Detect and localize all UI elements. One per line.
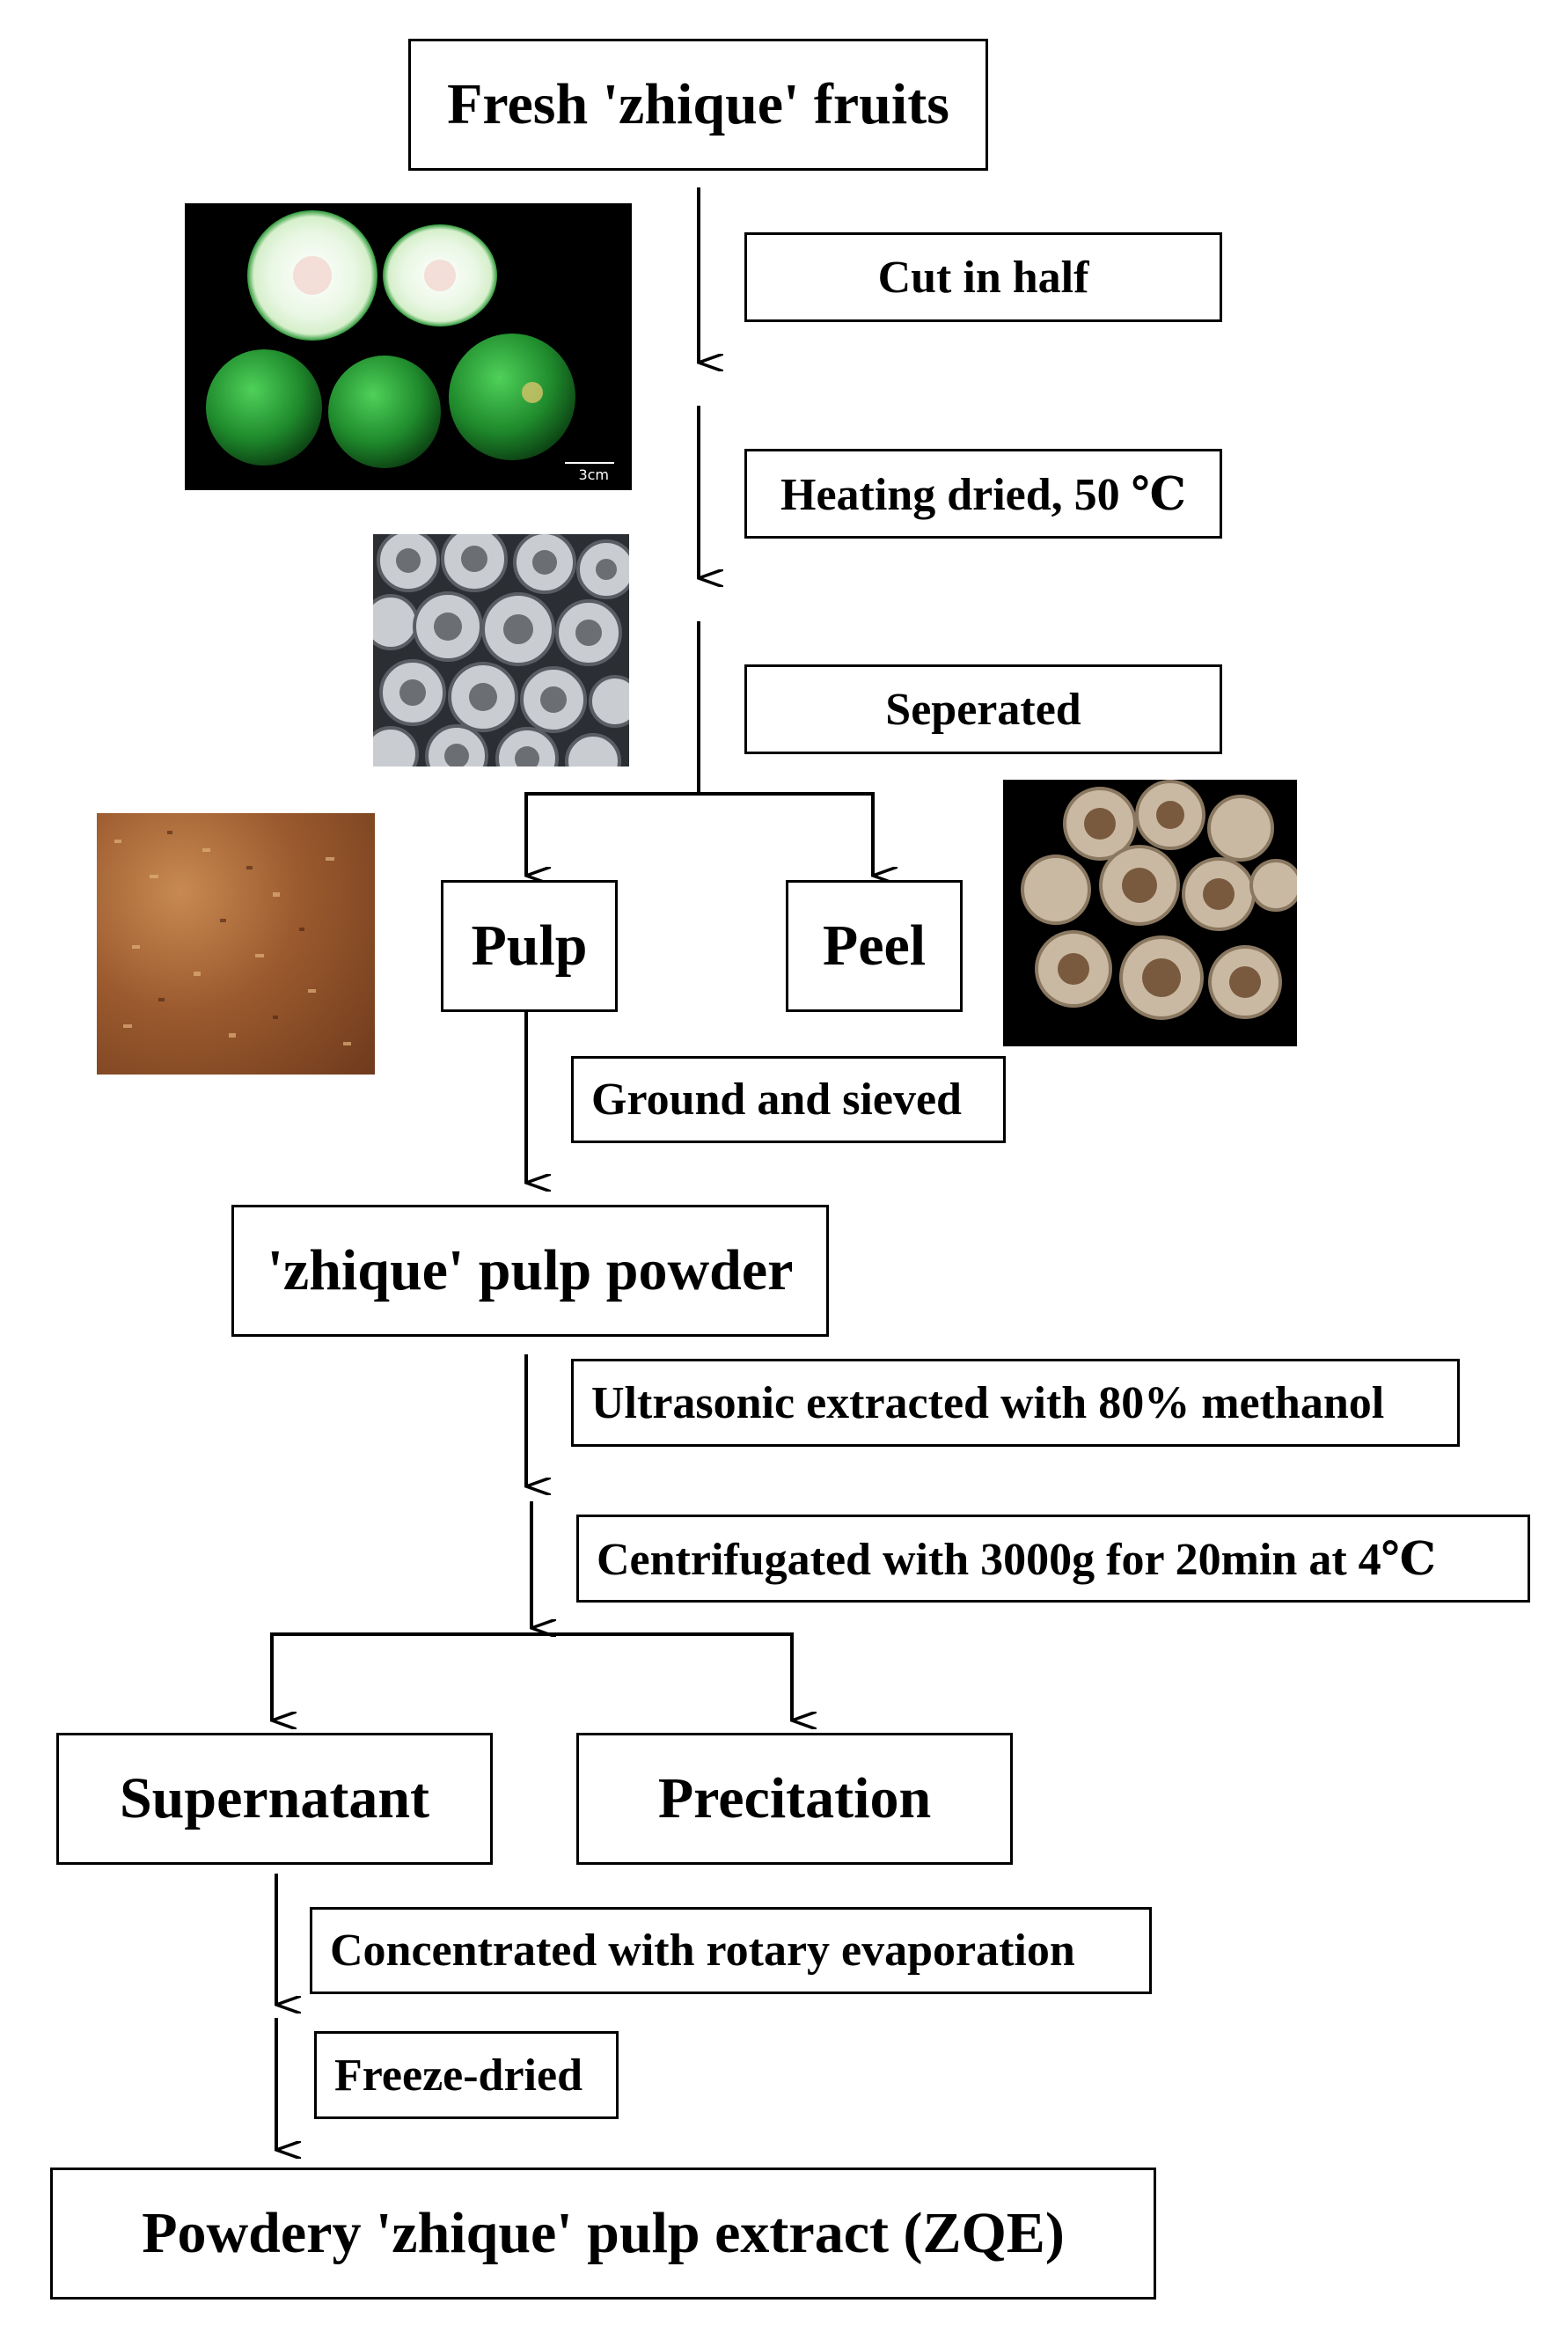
node-pulp-powder: 'zhique' pulp powder xyxy=(231,1205,829,1337)
step-rotary-evaporation: Concentrated with rotary evaporation xyxy=(310,1907,1152,1994)
photo-fresh-fruits: 3cm xyxy=(185,203,632,490)
step-centrifugation: Centrifugated with 3000g for 20min at 4℃ xyxy=(576,1515,1530,1603)
node-fresh-fruits: Fresh 'zhique' fruits xyxy=(408,39,988,171)
step-ultrasonic-extraction: Ultrasonic extracted with 80% methanol xyxy=(571,1359,1460,1447)
node-pulp: Pulp xyxy=(441,880,618,1012)
photo-pulp-powder xyxy=(97,813,375,1075)
photo-peel-shells xyxy=(1003,780,1297,1046)
scale-label: 3cm xyxy=(578,466,609,483)
photo-dried-slices xyxy=(373,534,629,767)
step-ground-and-sieved: Ground and sieved xyxy=(571,1056,1006,1143)
node-peel: Peel xyxy=(786,880,963,1012)
node-precitation: Precitation xyxy=(576,1733,1013,1865)
node-supernatant: Supernatant xyxy=(56,1733,493,1865)
step-heating-dried: Heating dried, 50 ℃ xyxy=(744,449,1222,539)
node-zqe-extract: Powdery 'zhique' pulp extract (ZQE) xyxy=(50,2168,1156,2300)
step-freeze-dried: Freeze-dried xyxy=(314,2031,619,2119)
step-cut-in-half: Cut in half xyxy=(744,232,1222,322)
scale-bar xyxy=(565,462,614,464)
step-separated: Seperated xyxy=(744,664,1222,754)
